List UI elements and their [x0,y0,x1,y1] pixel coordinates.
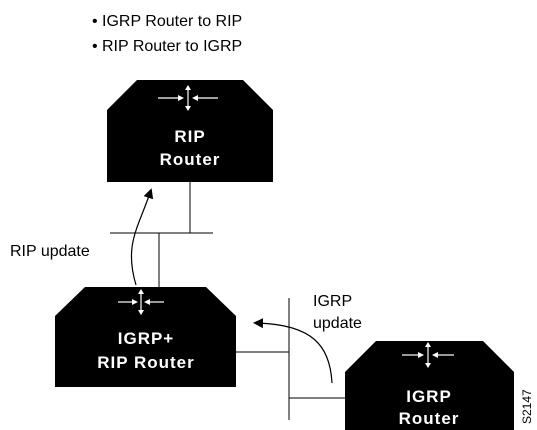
bullet-item-text: RIP Router to IGRP [102,38,242,55]
rip-update-arrow [130,188,154,286]
router-body [345,372,514,430]
update-arrows [130,188,333,384]
router-top [345,341,514,372]
bullet-item: • [92,13,98,30]
igrp-update-label-line2: update [313,315,362,332]
router-label-line2: Router [399,409,460,428]
router-body [55,316,236,387]
bullet-item-text: IGRP Router to RIP [102,13,242,30]
igrp-update-arrow [253,318,333,384]
network-lines [110,182,345,420]
figure-id: S2147 [520,389,534,424]
router-body [107,110,273,182]
router-label-line1: IGRP+ [118,329,175,348]
router-top [107,80,273,110]
bullet-list: • IGRP Router to RIP • RIP Router to IGR… [92,13,242,55]
igrp-router: IGRP Router [345,341,514,430]
rip-update-label: RIP update [10,243,90,260]
rip-router: RIP Router [107,80,273,182]
router-arrows-icon [158,85,218,111]
igrp-update-label-line1: IGRP [313,293,352,310]
igrp-rip-router: IGRP+ RIP Router [55,287,236,387]
router-arrows-icon [118,289,164,315]
router-label-line2: RIP Router [97,353,195,372]
router-arrows-icon [402,342,454,368]
router-label-line1: IGRP [406,387,452,406]
bullet-item: • [92,38,98,55]
router-label-line2: Router [160,150,221,169]
router-label-line1: RIP [174,127,205,146]
